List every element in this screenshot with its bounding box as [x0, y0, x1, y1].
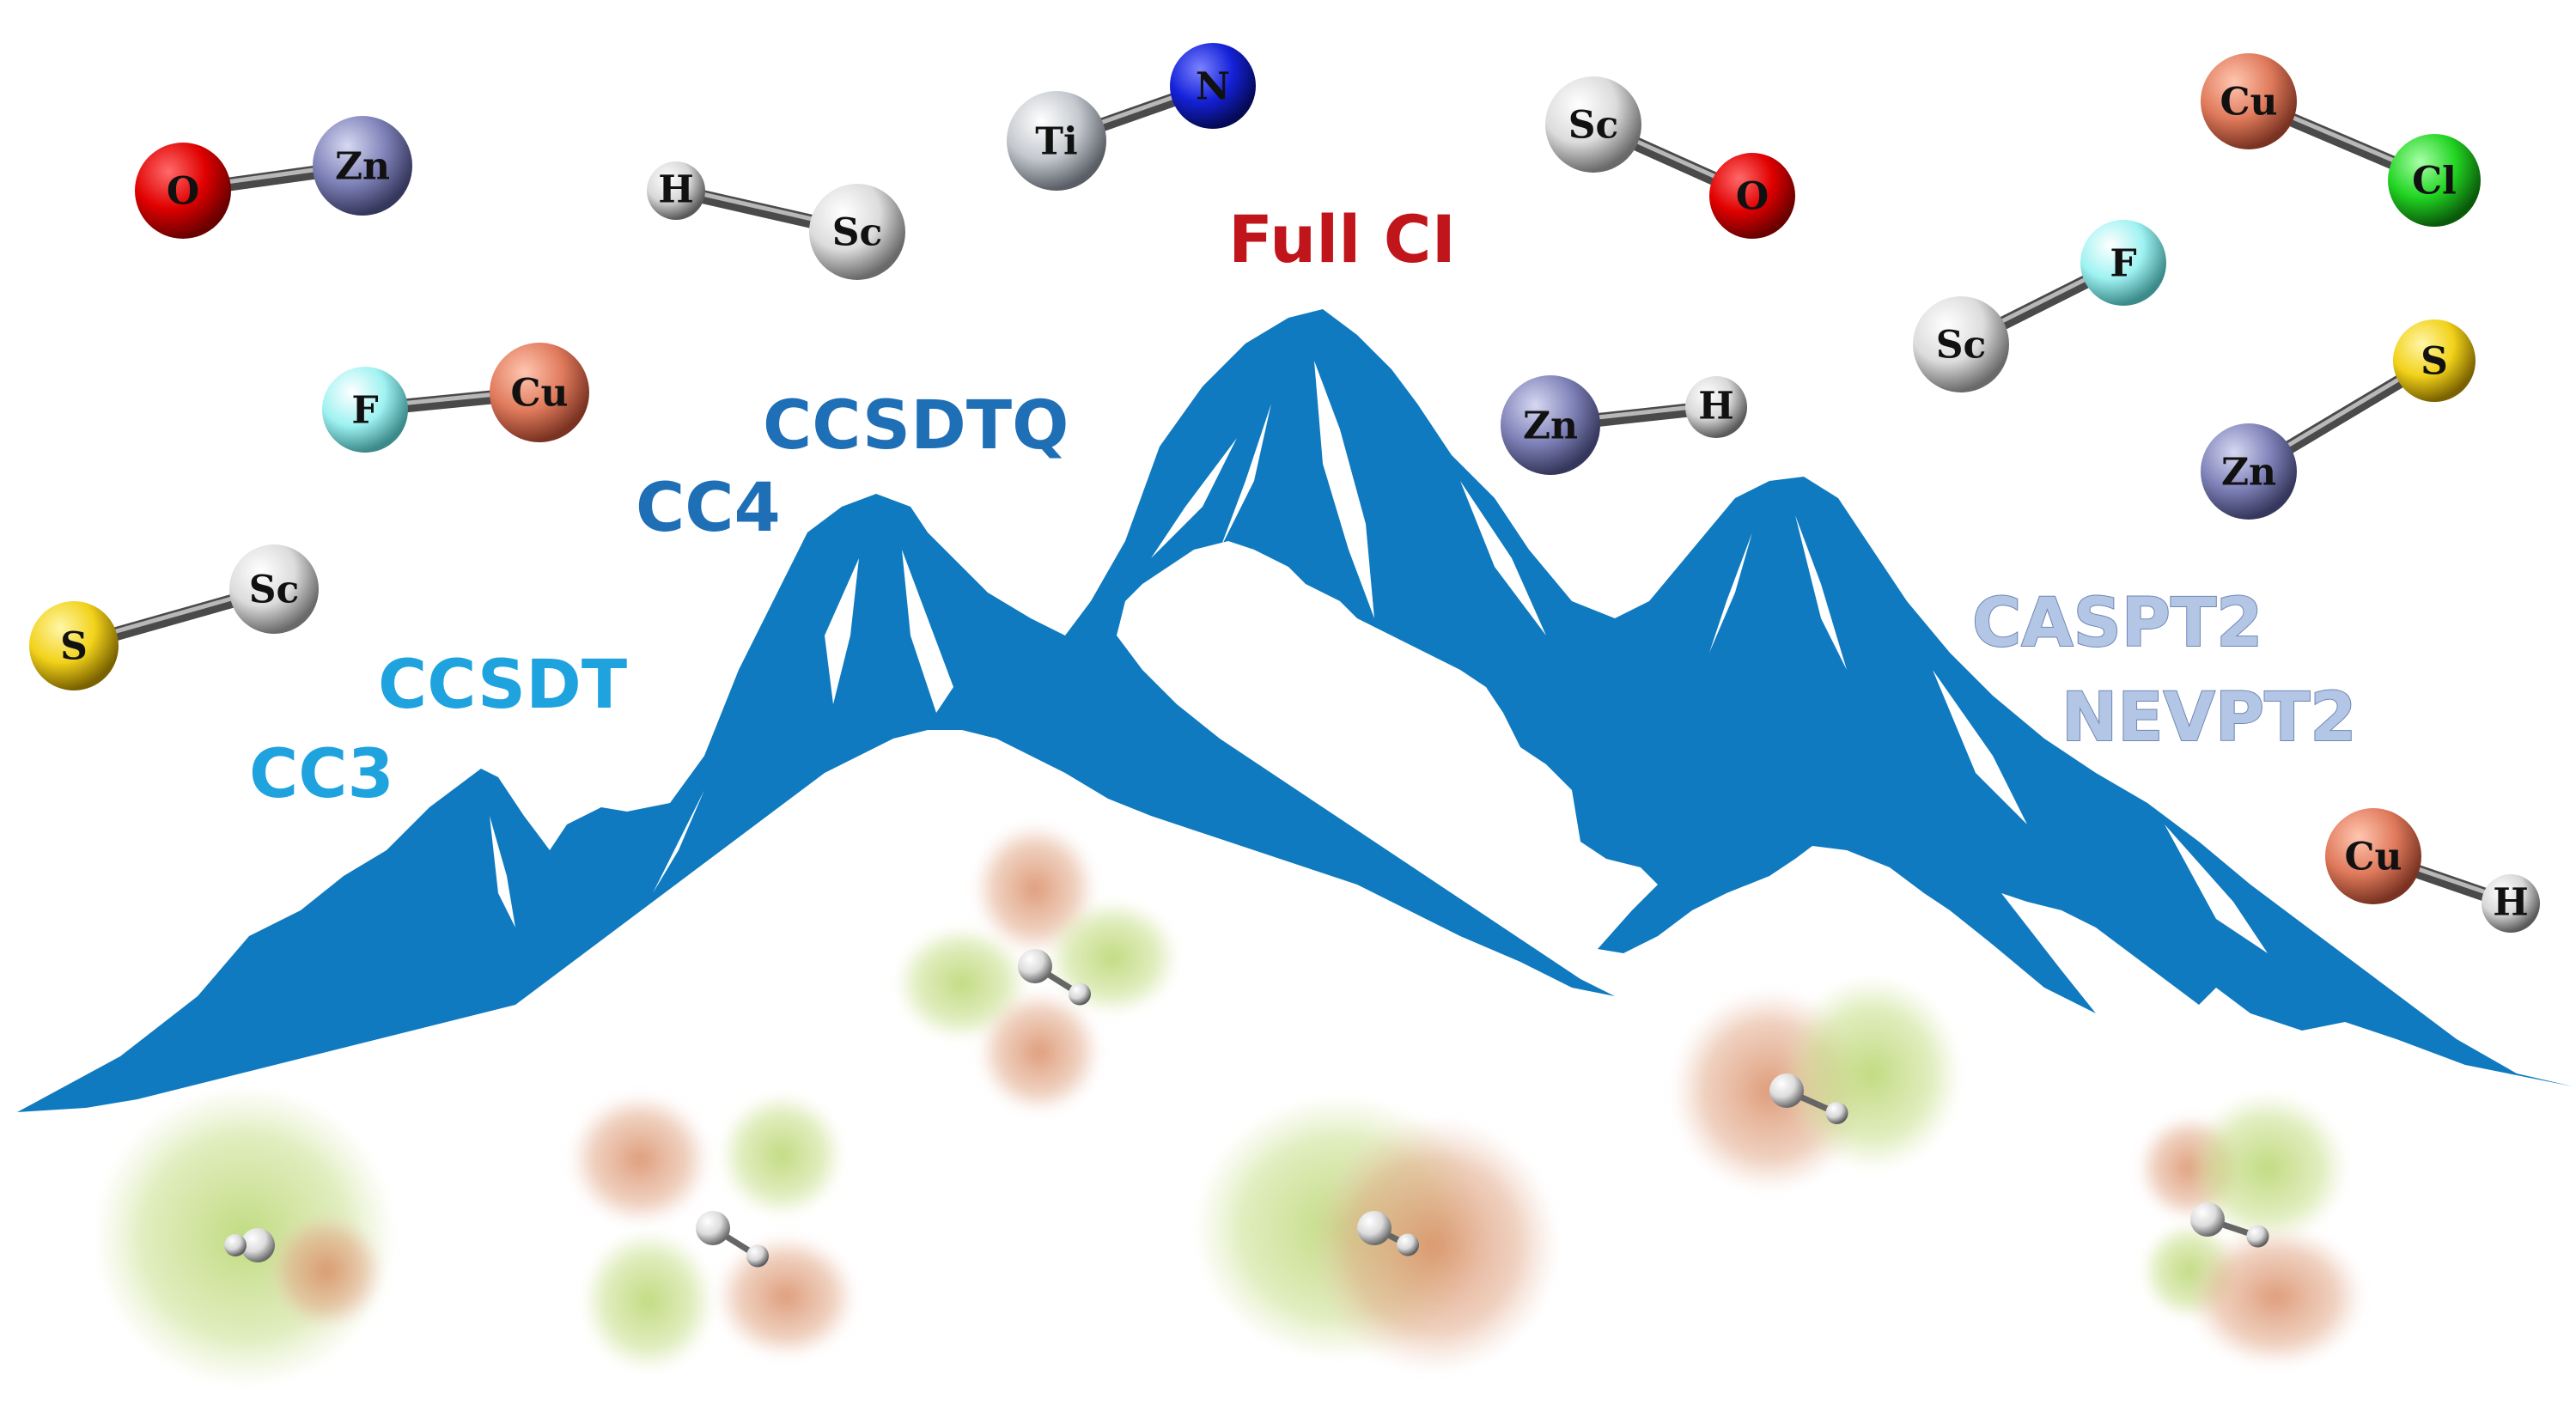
molecule-cuh: CuH — [2325, 808, 2540, 933]
orbital-lobe-red — [1314, 1121, 1555, 1370]
atom-metal — [1357, 1211, 1392, 1245]
method-cc4: CC4 — [636, 470, 781, 547]
orbital-4 — [1198, 1099, 1555, 1370]
orbital-1 — [99, 1091, 391, 1383]
atom-n — [1170, 43, 1256, 129]
orbital-6 — [2139, 1095, 2362, 1365]
atom-h — [2246, 1225, 2269, 1248]
atom-label: Cl — [2412, 159, 2457, 203]
method-nevpt2: NEVPT2 — [2061, 679, 2357, 757]
method-labels: Full CI CCSDTQ CC4 CCSDT CC3 CASPT2 NEVP… — [248, 200, 2358, 815]
atom-h — [746, 1244, 769, 1268]
atom-label: Sc — [249, 568, 300, 611]
atom-sc — [229, 544, 319, 634]
atom-sc — [1545, 76, 1641, 173]
orbital-lobe-green — [722, 1095, 842, 1215]
method-ccsdt: CCSDT — [378, 647, 627, 724]
molecule-ozn: O Zn — [135, 116, 412, 239]
atom-cu — [2201, 53, 2297, 149]
mountain-snow-streaks — [490, 361, 2268, 953]
atom-h — [647, 161, 705, 220]
atom-cl — [2388, 134, 2481, 227]
atom-label: S — [60, 624, 88, 668]
molecule-fcu: F Cu — [322, 343, 589, 453]
orbital-lobe-red — [979, 992, 1099, 1112]
atom-sc — [809, 184, 905, 280]
atom-o — [1709, 153, 1795, 239]
atom-metal — [1769, 1074, 1804, 1108]
orbital-lobe-green — [1048, 902, 1177, 1013]
molecule-znh: Zn H — [1501, 375, 1747, 475]
atom-metal — [696, 1211, 730, 1245]
orbital-lobe-red — [717, 1237, 855, 1357]
atom-h — [1685, 376, 1747, 438]
atom-cu — [2325, 808, 2421, 904]
atom-sc — [1913, 296, 2009, 392]
atom-label: Ti — [1035, 119, 1077, 163]
atom-label: H — [658, 167, 694, 211]
atom-metal — [1018, 949, 1052, 983]
orbital-2 — [571, 1095, 855, 1370]
orbital-lobe-red — [271, 1215, 382, 1327]
orbital-5 — [1675, 979, 1958, 1189]
atom-h — [1397, 1233, 1419, 1256]
atom-label: Sc — [1936, 323, 1987, 367]
atom-s — [2393, 319, 2476, 402]
atom-label: H — [2493, 880, 2529, 924]
molecule-hsc: H Sc — [647, 161, 905, 280]
atom-ti — [1007, 91, 1106, 191]
atom-zn — [2201, 423, 2297, 520]
atom-label: Sc — [1568, 103, 1619, 147]
atom-f — [322, 367, 408, 453]
orbital-3 — [898, 824, 1177, 1112]
atom-label: Cu — [510, 371, 568, 415]
atom-h — [1825, 1102, 1848, 1124]
atom-label: S — [2421, 339, 2448, 383]
atom-zn — [1501, 375, 1600, 475]
atom-label: Sc — [832, 210, 883, 254]
atom-f — [2080, 220, 2166, 306]
atom-label: Zn — [2221, 450, 2276, 494]
orbital-lobe-green — [2190, 1095, 2345, 1241]
method-cc3: CC3 — [249, 736, 394, 813]
method-ccsdtq: CCSDTQ — [763, 387, 1069, 465]
atom-label: Cu — [2220, 80, 2277, 124]
molecule-sco: ScO — [1545, 76, 1795, 239]
atom-h — [1069, 982, 1091, 1006]
molecule-ssc: S Sc — [29, 544, 319, 690]
atom-label: F — [351, 388, 378, 432]
atom-zn — [313, 116, 412, 216]
molecule-tin: Ti N — [1007, 43, 1256, 191]
orbital-lobe-green — [898, 928, 1026, 1039]
atom-label: N — [1196, 64, 1230, 108]
atom-h — [2482, 874, 2540, 933]
atom-label: Zn — [1523, 404, 1578, 447]
atom-label: O — [167, 169, 199, 213]
atom-s — [29, 601, 119, 690]
orbital-lobe-green — [1787, 979, 1958, 1168]
atom-cu — [490, 343, 589, 442]
orbital-lobe-green — [584, 1232, 713, 1370]
atom-label: Zn — [335, 144, 390, 188]
method-caspt2: CASPT2 — [1972, 585, 2262, 662]
atom-label: F — [2110, 241, 2136, 285]
orbitals — [99, 824, 2362, 1383]
method-full-ci: Full CI — [1228, 201, 1456, 277]
atom-label: H — [1698, 384, 1734, 428]
atom-metal — [2190, 1202, 2225, 1237]
orbital-lobe-red — [2190, 1228, 2362, 1365]
atom-o — [135, 143, 231, 239]
orbital-lobe-red — [571, 1095, 709, 1224]
atom-metal — [241, 1228, 275, 1262]
atom-label: O — [1736, 174, 1769, 218]
atom-h — [224, 1234, 247, 1256]
atom-label: Cu — [2344, 835, 2402, 879]
mountain-range — [17, 309, 2573, 1112]
molecule-scf: Sc F — [1913, 220, 2166, 392]
molecule-zns: Zn S — [2201, 319, 2476, 520]
